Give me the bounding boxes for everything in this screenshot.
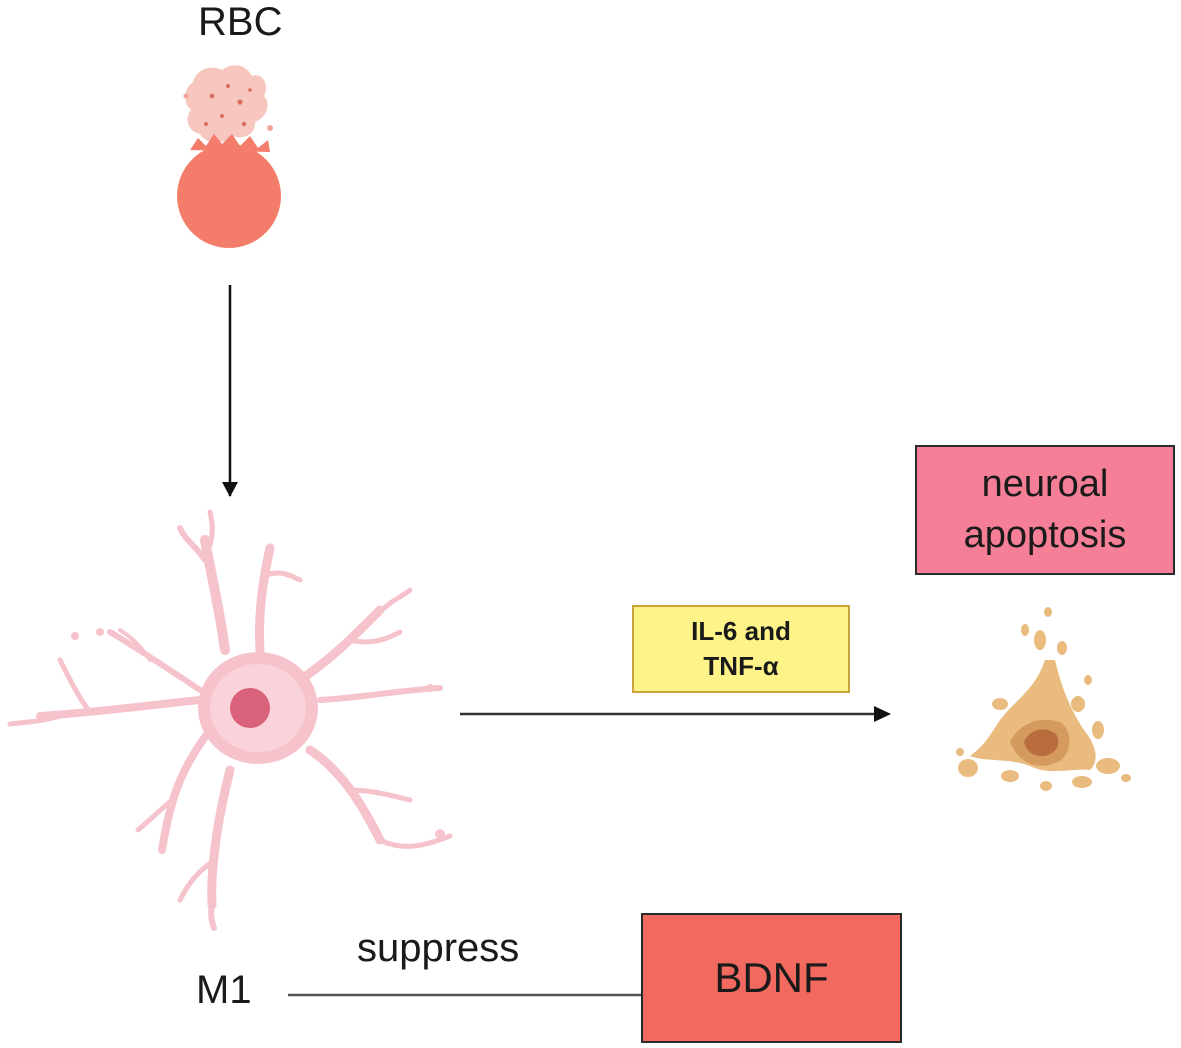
cytokine-label-box: IL-6 and TNF-α [632,605,850,693]
bdnf-label: BDNF [714,954,829,1001]
rbc-label: RBC [198,0,283,44]
bdnf-box: BDNF [641,913,902,1043]
ruptured-red-blood-cell-icon [177,65,281,248]
cytokine-label-line2: TNF-α [703,651,779,681]
arrow-rbc-to-m1-head [222,482,238,497]
apoptosis-label-line1: neuroal [981,462,1109,505]
arrow-m1-to-apoptosis-head [874,706,891,722]
microglia-cell-icon [7,509,453,931]
apoptotic-neuron-icon [956,607,1131,791]
microglia-nucleus [230,688,270,728]
m1-label: M1 [196,968,252,1012]
suppress-label: suppress [357,926,520,970]
apoptosis-label-line2: apoptosis [963,514,1127,556]
cytokine-label-line1: IL-6 and [691,615,791,646]
neuronal-apoptosis-box: neuroal apoptosis [915,445,1175,575]
